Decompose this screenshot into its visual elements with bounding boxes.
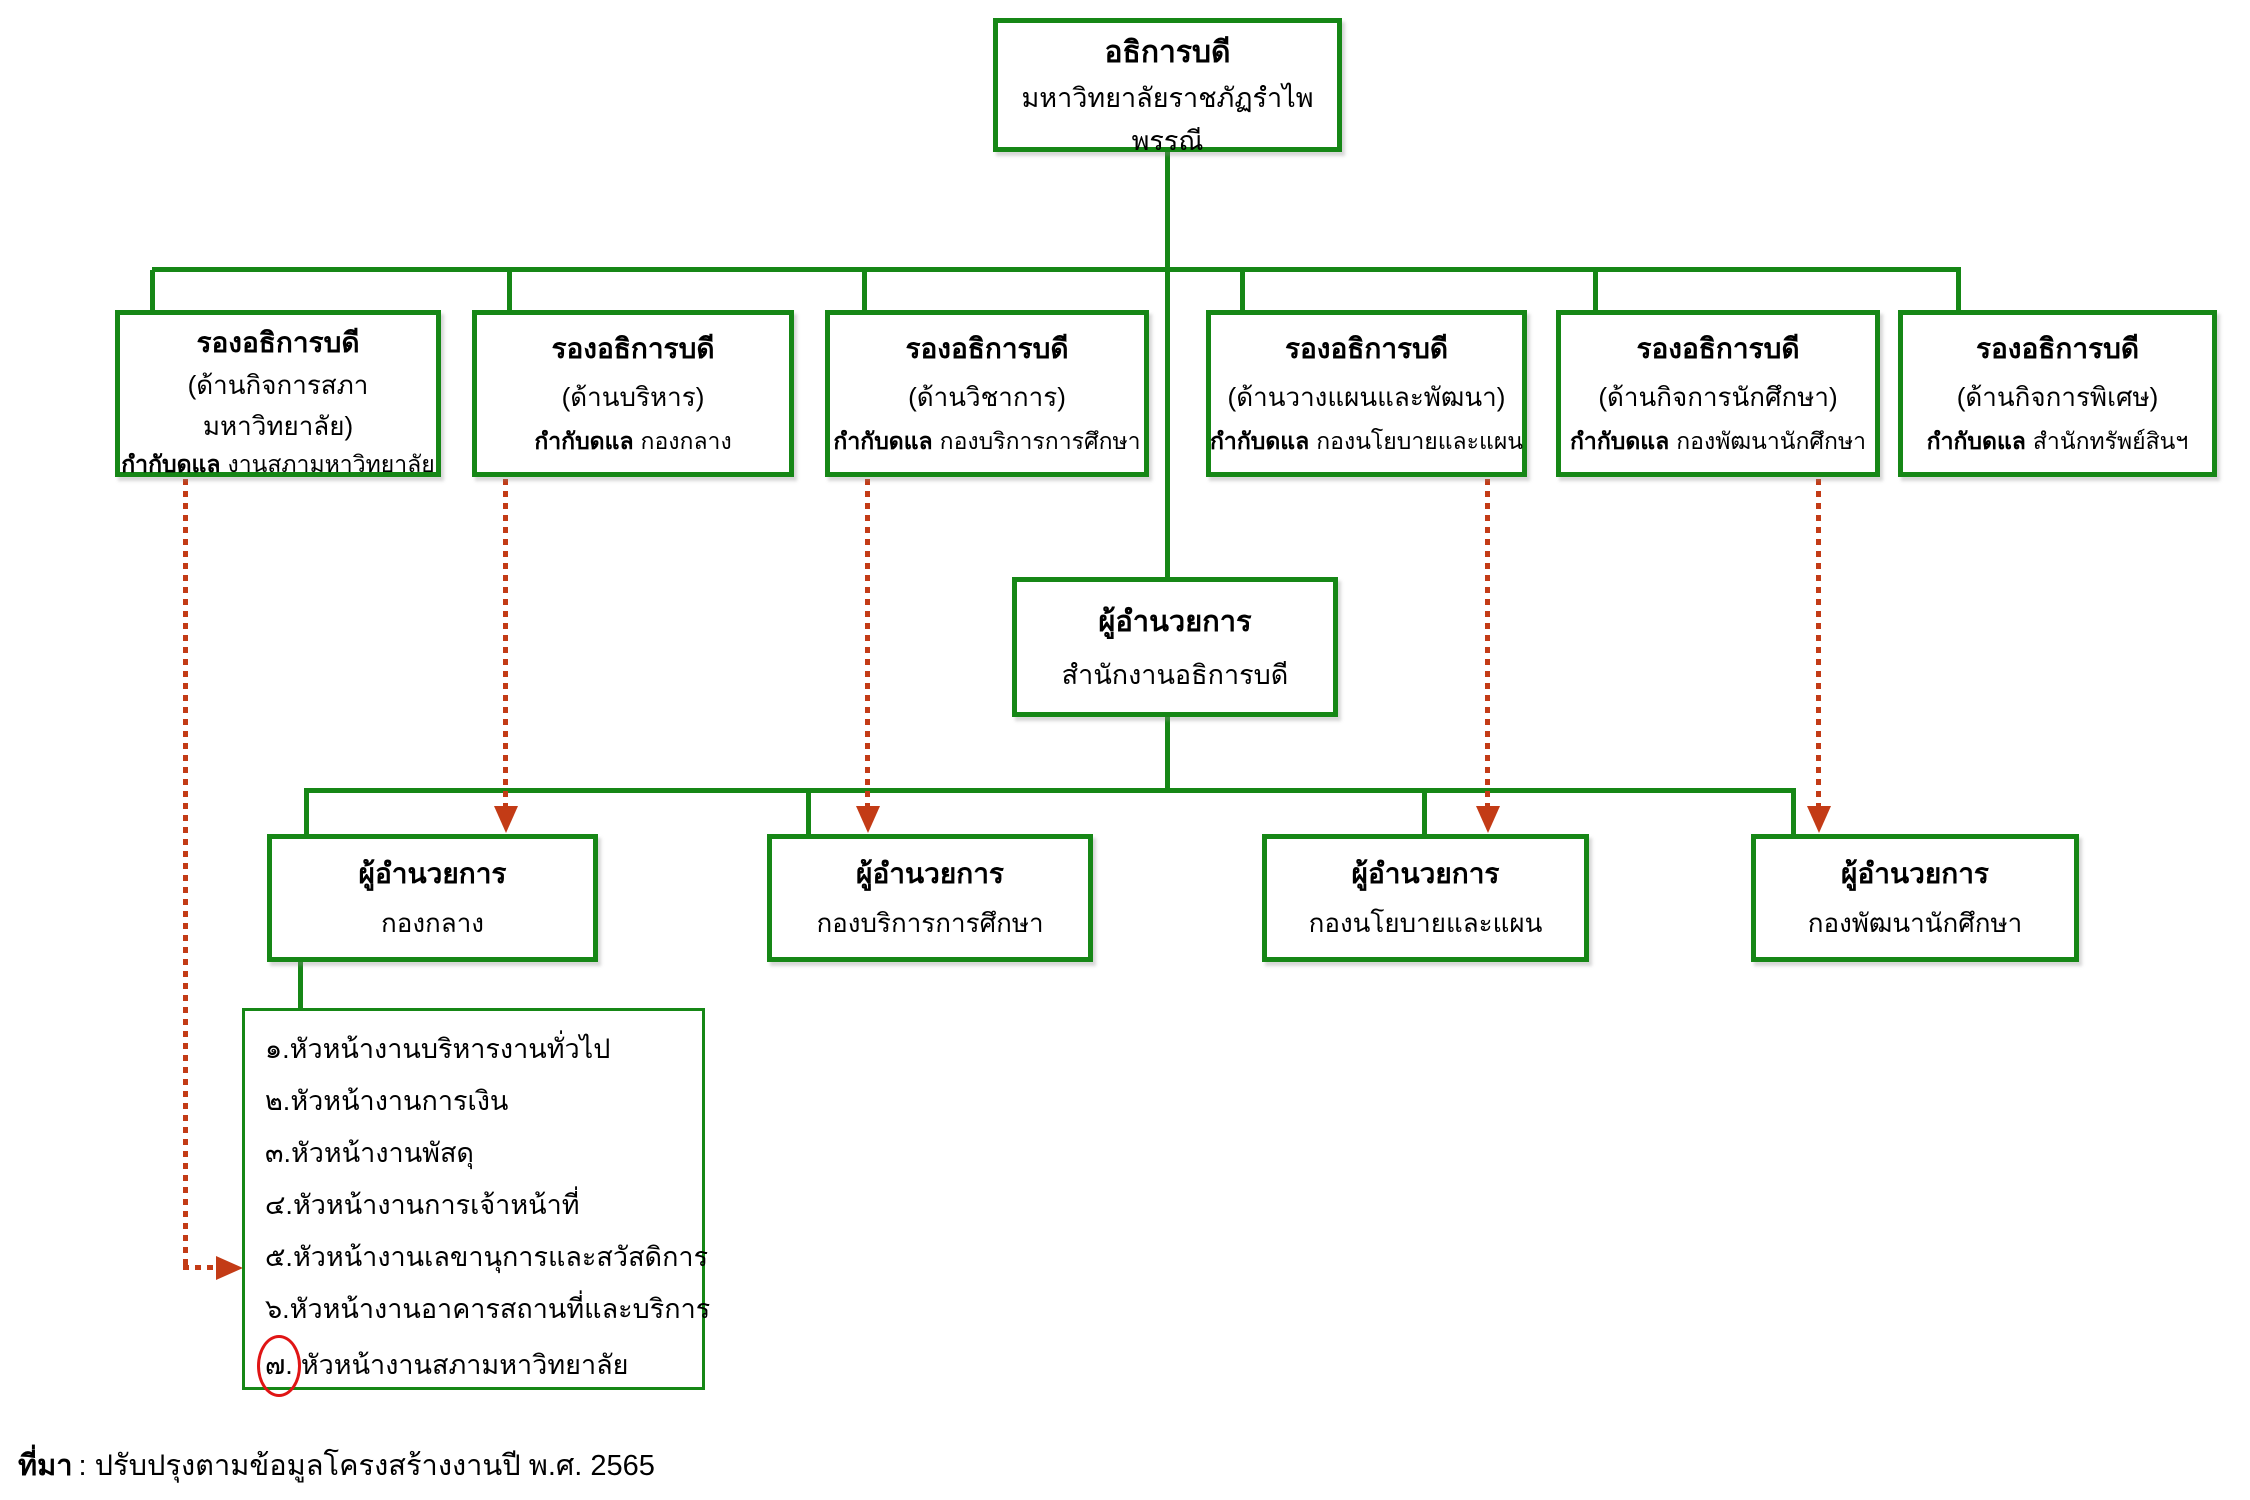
line-stub-vice-2 — [507, 270, 512, 312]
vice-president-box-council: รองอธิการบดี (ด้านกิจการสภามหาวิทยาลัย) … — [115, 310, 441, 477]
list-item: ๓.หัวหน้างานพัสดุ — [265, 1127, 702, 1179]
line-stub-vice-1 — [150, 270, 155, 312]
source-note-label: ที่มา — [18, 1450, 73, 1482]
item-label: หัวหน้างานการเงิน — [290, 1086, 509, 1116]
director-unit: กองบริการการศึกษา — [816, 908, 1044, 938]
line-stub-dir-1 — [304, 791, 309, 836]
line-center-to-office — [1165, 270, 1170, 580]
arrowhead-academic-division-icon — [856, 806, 880, 833]
item-number: ๓. — [265, 1138, 291, 1168]
dotted-arrow-council-horizontal — [183, 1265, 219, 1270]
arrowhead-student-division-icon — [1807, 806, 1831, 833]
director-title: ผู้อำนวยการ — [856, 858, 1004, 889]
item-label: หัวหน้างานการเจ้าหน้าที่ — [292, 1190, 580, 1220]
director-title: ผู้อำนวยการ — [358, 858, 507, 889]
list-item: ๕.หัวหน้างานเลขานุการและสวัสดิการ — [265, 1231, 708, 1283]
office-director-box: ผู้อำนวยการ สำนักงานอธิการบดี — [1012, 577, 1338, 717]
line-stub-dir-3 — [1422, 791, 1427, 836]
vice-president-box-special-affairs: รองอธิการบดี (ด้านกิจการพิเศษ) กำกับดแลส… — [1898, 310, 2217, 477]
list-item-circled: ๗.หัวหน้างานสภามหาวิทยาลัย — [257, 1335, 702, 1397]
section-heads-list: ๑.หัวหน้างานบริหารงานทั่วไป ๒.หัวหน้างาน… — [242, 1008, 710, 1397]
dotted-arrow-council — [183, 479, 188, 1267]
arrowhead-council-icon — [216, 1256, 243, 1280]
item-number-circled: ๗. — [257, 1335, 301, 1397]
vice-president-box-planning: รองอธิการบดี (ด้านวางแผนและพัฒนา) กำกับด… — [1206, 310, 1527, 477]
list-item: ๑.หัวหน้างานบริหารงานทั่วไป — [265, 1023, 702, 1075]
dotted-arrow-student-division — [1816, 479, 1821, 807]
item-number: ๒. — [265, 1086, 291, 1116]
director-box-academic-services: ผู้อำนวยการ กองบริการการศึกษา — [767, 834, 1093, 962]
vice-area: (ด้านกิจการนักศึกษา) — [1598, 382, 1838, 412]
office-director-subtitle: สำนักงานอธิการบดี — [1061, 660, 1289, 691]
line-president-down — [1165, 150, 1170, 270]
vice-title: รองอธิการบดี — [551, 333, 715, 364]
director-unit: กองนโยบายและแผน — [1308, 908, 1543, 938]
item-number: ๖. — [265, 1294, 290, 1324]
vice-title: รองอธิการบดี — [905, 333, 1069, 364]
vice-area: (ด้านบริหาร) — [561, 382, 705, 412]
item-label: หัวหน้างานบริหารงานทั่วไป — [289, 1034, 611, 1064]
president-subtitle: มหาวิทยาลัยราชภัฏรำไพพรรณี — [1021, 83, 1314, 156]
vice-president-box-academic: รองอธิการบดี (ด้านวิชาการ) กำกับดแลกองบร… — [825, 310, 1149, 477]
vice-area: (ด้านกิจการพิเศษ) — [1956, 382, 2159, 412]
vice-duty: กำกับดแลกองนโยบายและแผน — [1209, 428, 1524, 454]
item-number: ๕. — [265, 1242, 293, 1272]
line-stub-dir-2 — [806, 791, 811, 836]
vice-area: (ด้านวิชาการ) — [908, 382, 1066, 412]
vice-duty: กำกับดแลกองบริการการศึกษา — [833, 428, 1141, 454]
list-item: ๖.หัวหน้างานอาคารสถานที่และบริการ — [265, 1283, 710, 1335]
vice-area: (ด้านกิจการสภามหาวิทยาลัย) — [187, 370, 369, 441]
item-label: หัวหน้างานเลขานุการและสวัสดิการ — [292, 1242, 709, 1272]
line-stub-vice-5 — [1593, 270, 1598, 312]
line-stub-vice-6 — [1956, 270, 1961, 312]
vice-title: รองอธิการบดี — [1975, 333, 2140, 364]
office-director-title: ผู้อำนวยการ — [1098, 605, 1252, 638]
vice-title: รองอธิการบดี — [1636, 333, 1800, 364]
director-title: ผู้อำนวยการ — [1841, 858, 1989, 889]
vice-duty: กำกับดแลกองพัฒนานักศึกษา — [1569, 428, 1867, 454]
director-unit: กองพัฒนานักศึกษา — [1807, 908, 2023, 938]
line-stub-vice-3 — [862, 270, 867, 312]
line-office-down — [1165, 715, 1170, 791]
vice-title: รองอธิการบดี — [1284, 333, 1449, 364]
dotted-arrow-academic-division — [865, 479, 870, 807]
president-title: อธิการบดี — [1104, 36, 1231, 69]
list-item: ๔.หัวหน้างานการเจ้าหน้าที่ — [265, 1179, 702, 1231]
dotted-arrow-central-division — [503, 479, 508, 807]
director-box-policy-plan: ผู้อำนวยการ กองนโยบายและแผน — [1262, 834, 1589, 962]
director-unit: กองกลาง — [380, 908, 485, 938]
vice-duty: กำกับดแลสำนักทรัพย์สินฯ — [1926, 428, 2189, 454]
item-label: หัวหน้างานพัสดุ — [290, 1138, 474, 1168]
vice-president-box-student-affairs: รองอธิการบดี (ด้านกิจการนักศึกษา) กำกับด… — [1556, 310, 1880, 477]
item-number: ๑. — [265, 1034, 290, 1064]
vice-president-box-administration: รองอธิการบดี (ด้านบริหาร) กำกับดแลกองกลา… — [472, 310, 794, 477]
vice-duty: กำกับดแลกองกลาง — [534, 428, 732, 454]
source-note: ที่มา: ปรับปรุงตามข้อมูลโครงสร้างงานปี พ… — [18, 1442, 655, 1488]
item-label: หัวหน้างานอาคารสถานที่และบริการ — [289, 1294, 711, 1324]
line-row3-horizontal — [304, 788, 1796, 793]
director-title: ผู้อำนวยการ — [1351, 858, 1500, 889]
arrowhead-policy-division-icon — [1476, 806, 1500, 833]
line-central-to-list — [298, 960, 303, 1010]
vice-duty: กำกับดแลงานสภามหาวิทยาลัย — [121, 451, 435, 477]
list-item: ๒.หัวหน้างานการเงิน — [265, 1075, 702, 1127]
item-label: หัวหน้างานสภามหาวิทยาลัย — [300, 1350, 629, 1380]
director-box-central-division: ผู้อำนวยการ กองกลาง — [267, 834, 598, 962]
vice-area: (ด้านวางแผนและพัฒนา) — [1227, 382, 1506, 412]
dotted-arrow-policy-division — [1485, 479, 1490, 807]
item-number: ๔. — [265, 1190, 293, 1220]
arrowhead-central-division-icon — [494, 806, 518, 833]
line-stub-dir-4 — [1791, 791, 1796, 836]
director-box-student-development: ผู้อำนวยการ กองพัฒนานักศึกษา — [1751, 834, 2079, 962]
president-box: อธิการบดี มหาวิทยาลัยราชภัฏรำไพพรรณี — [993, 18, 1342, 156]
source-note-text: : ปรับปรุงตามข้อมูลโครงสร้างงานปี พ.ศ. 2… — [78, 1450, 655, 1482]
vice-title: รองอธิการบดี — [196, 327, 360, 358]
line-stub-vice-4 — [1240, 270, 1245, 312]
line-row2-horizontal — [152, 267, 1961, 272]
